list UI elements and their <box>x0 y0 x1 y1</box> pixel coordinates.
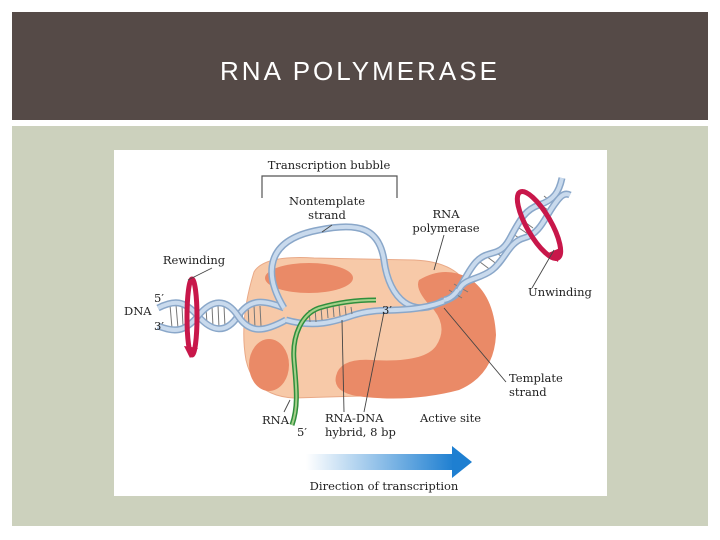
rewinding-rotation-arrow <box>184 276 200 358</box>
label-rna: RNA <box>262 413 290 427</box>
label-rewinding: Rewinding <box>163 253 226 267</box>
label-unwinding: Unwinding <box>528 285 592 299</box>
label-nontemplate-2: strand <box>308 208 346 222</box>
unwinding-rotation-arrow <box>514 189 564 262</box>
label-rna-polymerase-1: RNA <box>432 207 460 221</box>
label-template-1: Template <box>509 371 563 385</box>
label-direction: Direction of transcription <box>310 479 459 493</box>
label-transcription-bubble: Transcription bubble <box>268 158 391 172</box>
rna-polymerase-enzyme <box>243 257 496 399</box>
label-dna: DNA <box>124 304 152 318</box>
direction-arrow <box>306 446 472 478</box>
label-active-site: Active site <box>419 411 481 425</box>
title-bar: RNA POLYMERASE <box>12 12 708 120</box>
label-nontemplate-1: Nontemplate <box>289 194 365 208</box>
rna-strand-highlight <box>291 299 377 426</box>
label-hybrid-2: hybrid, 8 bp <box>325 425 396 439</box>
label-hybrid-1: RNA-DNA <box>325 411 384 425</box>
label-rna-five-prime: 5′ <box>297 425 307 439</box>
transcription-diagram: Transcription bubble Nontemplate strand … <box>124 158 592 493</box>
label-rna-polymerase-2: polymerase <box>412 221 479 235</box>
leader-lines <box>187 224 555 413</box>
label-five-prime-top: 5′ <box>154 291 164 305</box>
transcription-bubble-bracket <box>261 175 398 198</box>
dna-duplex-right <box>442 177 572 304</box>
slide-title: RNA POLYMERASE <box>220 56 500 86</box>
nontemplate-strand-highlight <box>269 224 446 310</box>
dna-duplex-left <box>156 298 288 334</box>
label-three-prime-bottom: 3′ <box>154 319 164 333</box>
label-template-2: strand <box>509 385 547 399</box>
rna-polymerase-figure: Transcription bubble Nontemplate strand … <box>114 150 607 496</box>
label-three-prime-active: 3′ <box>382 303 392 317</box>
